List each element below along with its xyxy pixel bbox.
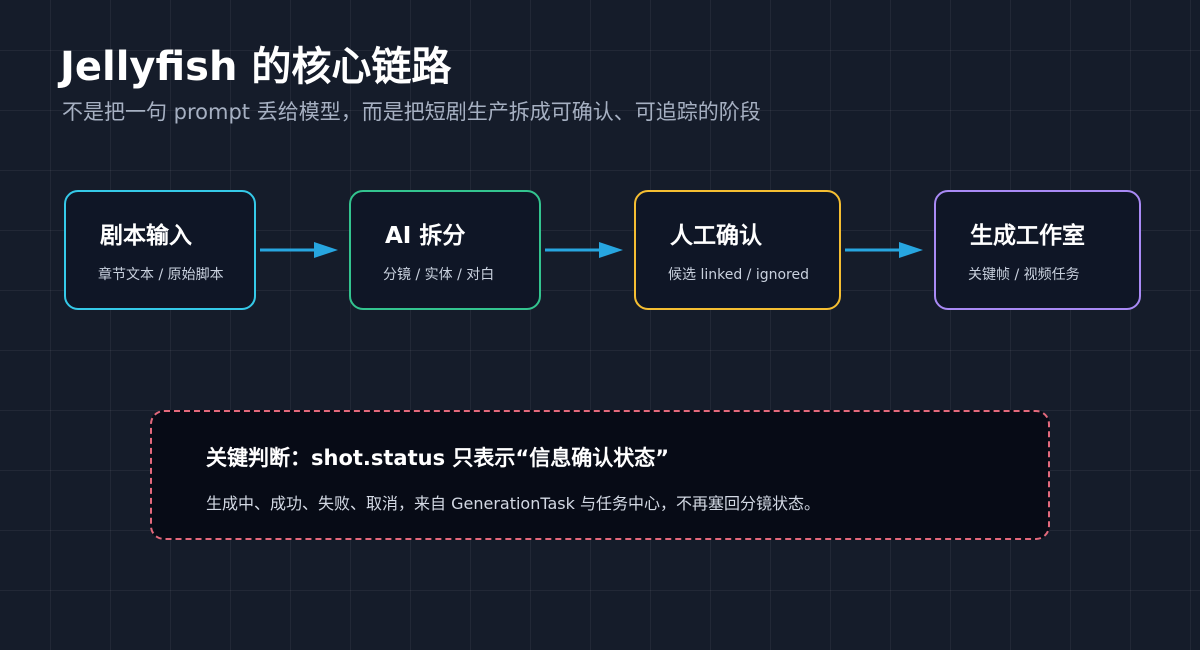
stage-title: AI 拆分: [385, 223, 466, 249]
key-judgment-callout: 关键判断：shot.status 只表示“信息确认状态” 生成中、成功、失败、取…: [150, 410, 1050, 540]
page-title: Jellyfish 的核心链路: [60, 44, 452, 90]
arrow-head: [599, 242, 623, 258]
arrow-head: [314, 242, 338, 258]
callout-title: 关键判断：shot.status 只表示“信息确认状态”: [206, 446, 670, 470]
stage-title: 人工确认: [670, 223, 762, 249]
flow-arrow: [260, 242, 338, 258]
page-subtitle: 不是把一句 prompt 丢给模型，而是把短剧生产拆成可确认、可追踪的阶段: [62, 100, 761, 124]
stage-subtitle: 候选 linked / ignored: [668, 267, 809, 283]
arrow-head: [899, 242, 923, 258]
flow-arrow: [545, 242, 623, 258]
flow-arrow: [845, 242, 923, 258]
stage-generation-studio: 生成工作室 关键帧 / 视频任务: [934, 190, 1141, 310]
stage-subtitle: 章节文本 / 原始脚本: [98, 267, 224, 283]
stage-title: 剧本输入: [100, 223, 192, 249]
callout-body: 生成中、成功、失败、取消，来自 GenerationTask 与任务中心，不再塞…: [206, 494, 820, 513]
stage-script-input: 剧本输入 章节文本 / 原始脚本: [64, 190, 256, 310]
stage-human-confirm: 人工确认 候选 linked / ignored: [634, 190, 841, 310]
stage-ai-split: AI 拆分 分镜 / 实体 / 对白: [349, 190, 541, 310]
stage-subtitle: 关键帧 / 视频任务: [968, 267, 1080, 283]
stage-subtitle: 分镜 / 实体 / 对白: [383, 267, 495, 283]
stage-title: 生成工作室: [970, 223, 1085, 249]
